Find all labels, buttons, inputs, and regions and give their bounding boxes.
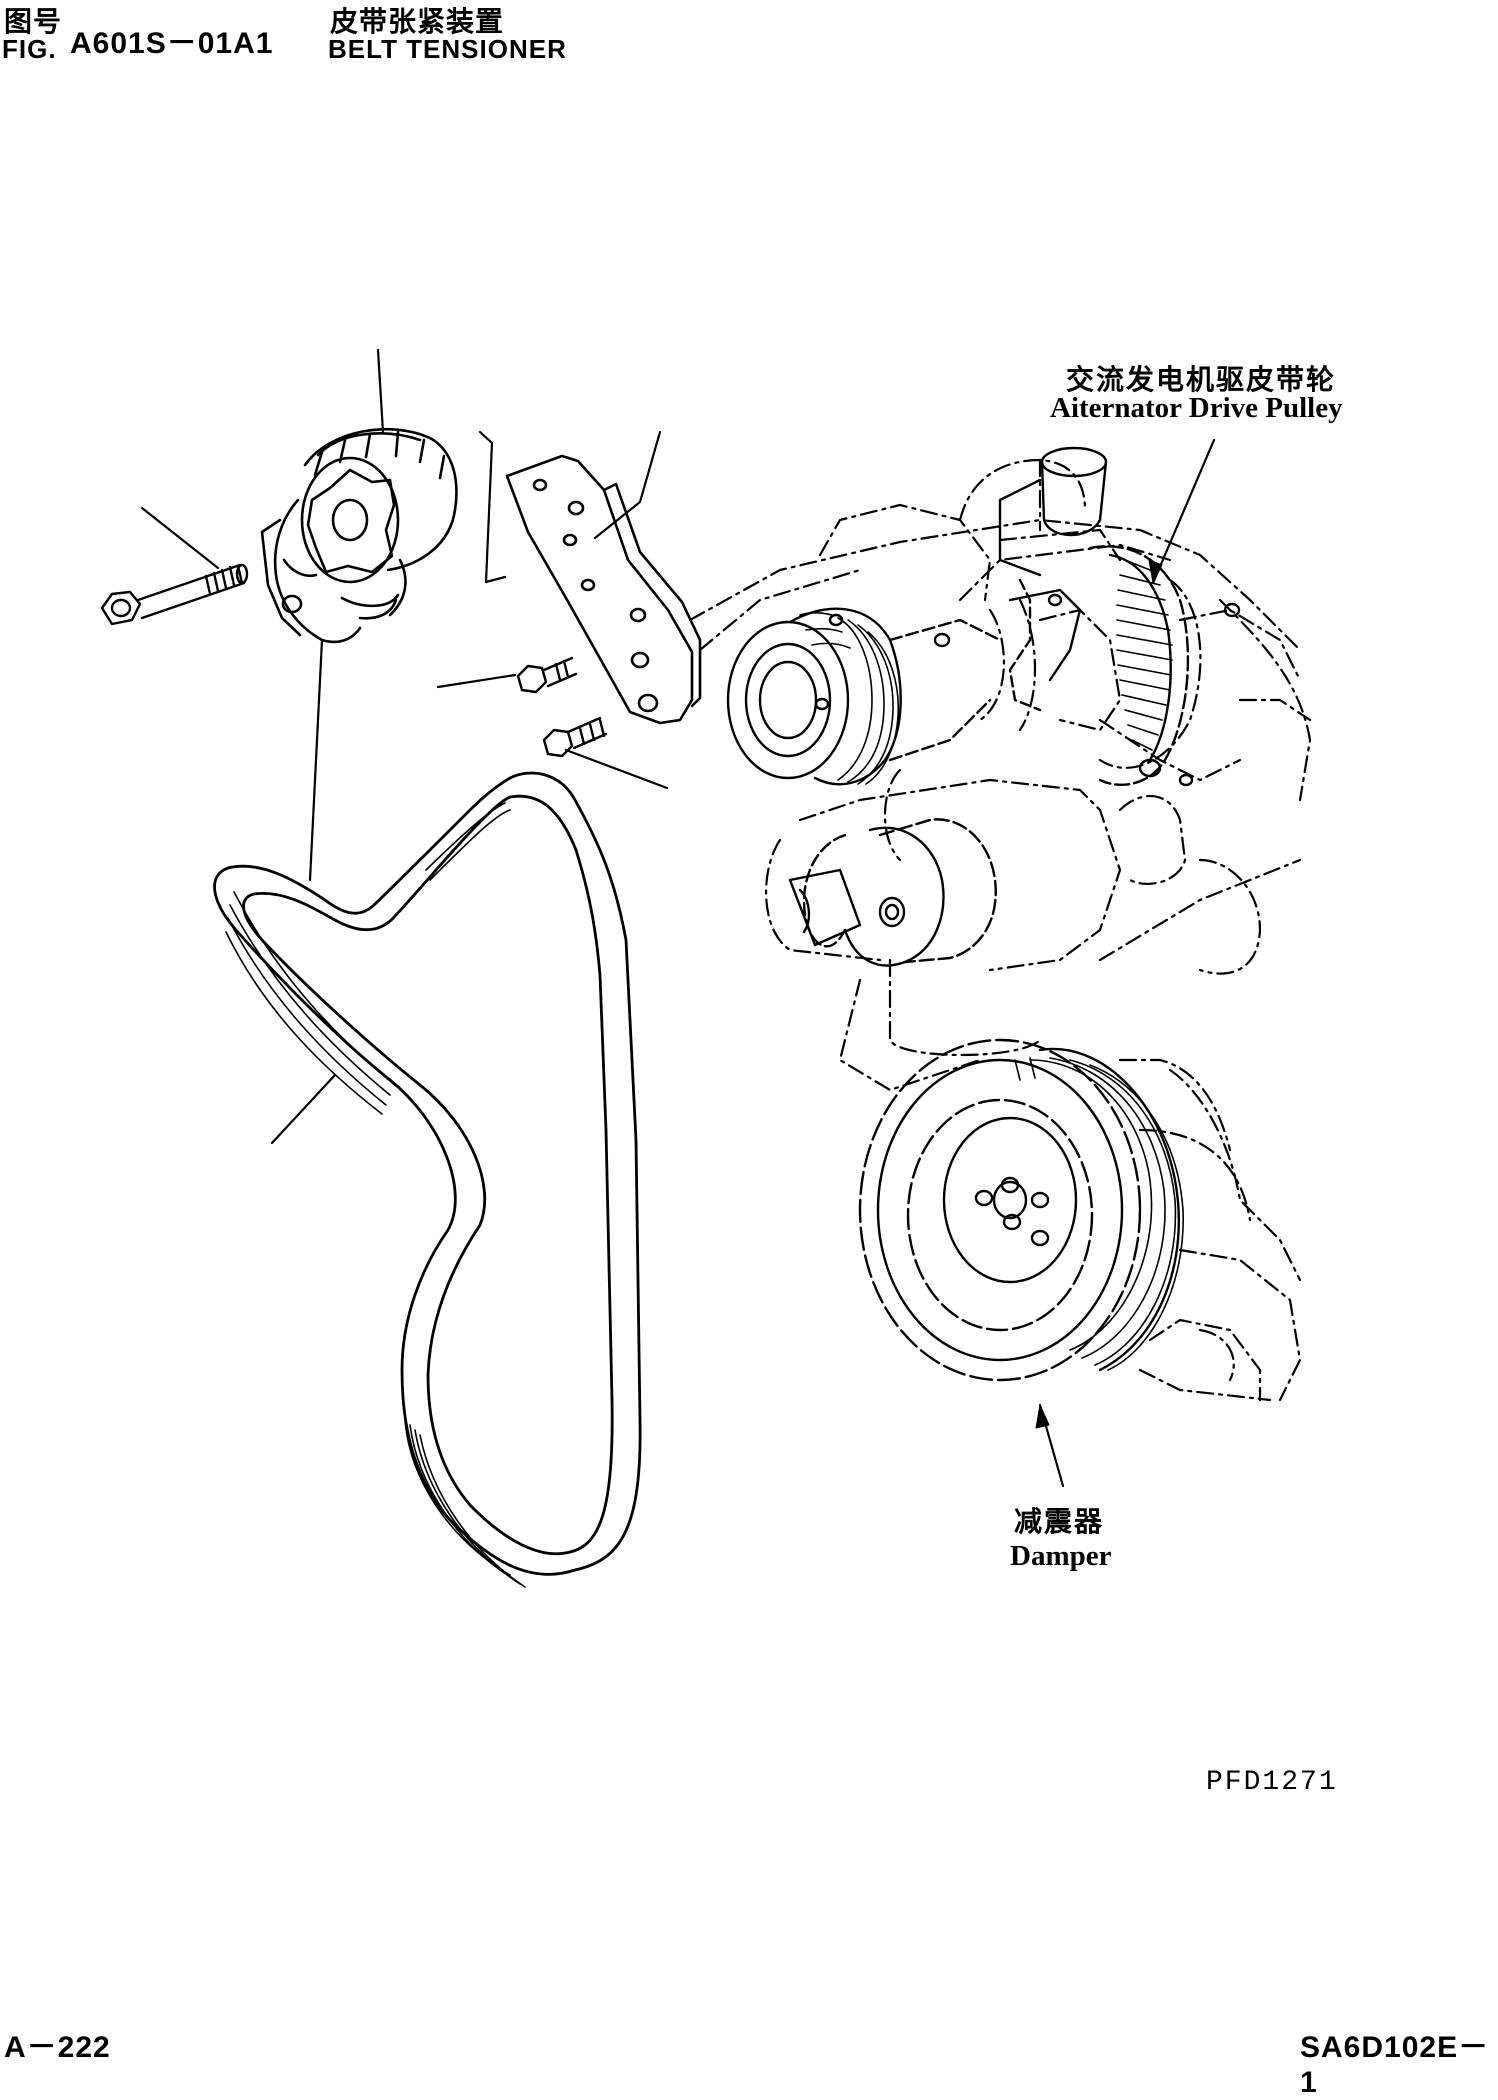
- tensioner-assembly: [260, 427, 458, 644]
- long-bolt: [100, 563, 249, 626]
- model-code: SA6D102E－1: [1300, 2031, 1490, 2099]
- fig-number: A601S－01A1: [70, 27, 274, 60]
- water-pump: [788, 818, 997, 967]
- fan-pulley: [726, 607, 1002, 786]
- crankshaft-damper: [858, 1038, 1184, 1382]
- alternator-pulley: [1088, 545, 1241, 787]
- fig-label-cn: 图号: [4, 5, 63, 38]
- tensioner-bracket-link: [478, 430, 507, 584]
- leader-lines: [140, 348, 1216, 1488]
- fig-label-en: FIG.: [2, 34, 57, 64]
- title-cn: 皮带张紧装置: [330, 5, 505, 38]
- thermostat-housing: [998, 446, 1108, 712]
- short-bolt-upper: [516, 656, 578, 694]
- short-bolt-lower: [542, 716, 608, 758]
- engine-front-phantom: [688, 458, 1312, 1402]
- damper-label-cn: 减震器: [1014, 1505, 1105, 1538]
- page-number: A－222: [4, 2031, 111, 2064]
- alternator-pulley-label-en: Aiternator Drive Pulley: [1050, 392, 1343, 424]
- damper-arrow: [1035, 1404, 1050, 1429]
- alternator-pulley-label-cn: 交流发电机驱皮带轮: [1066, 363, 1337, 396]
- poly-v-belt: [213, 771, 642, 1588]
- title-en: BELT TENSIONER: [328, 34, 567, 64]
- bracket-plate: [505, 454, 702, 725]
- damper-label-en: Damper: [1010, 1540, 1112, 1572]
- drawing-code: PFD1271: [1206, 1767, 1338, 1798]
